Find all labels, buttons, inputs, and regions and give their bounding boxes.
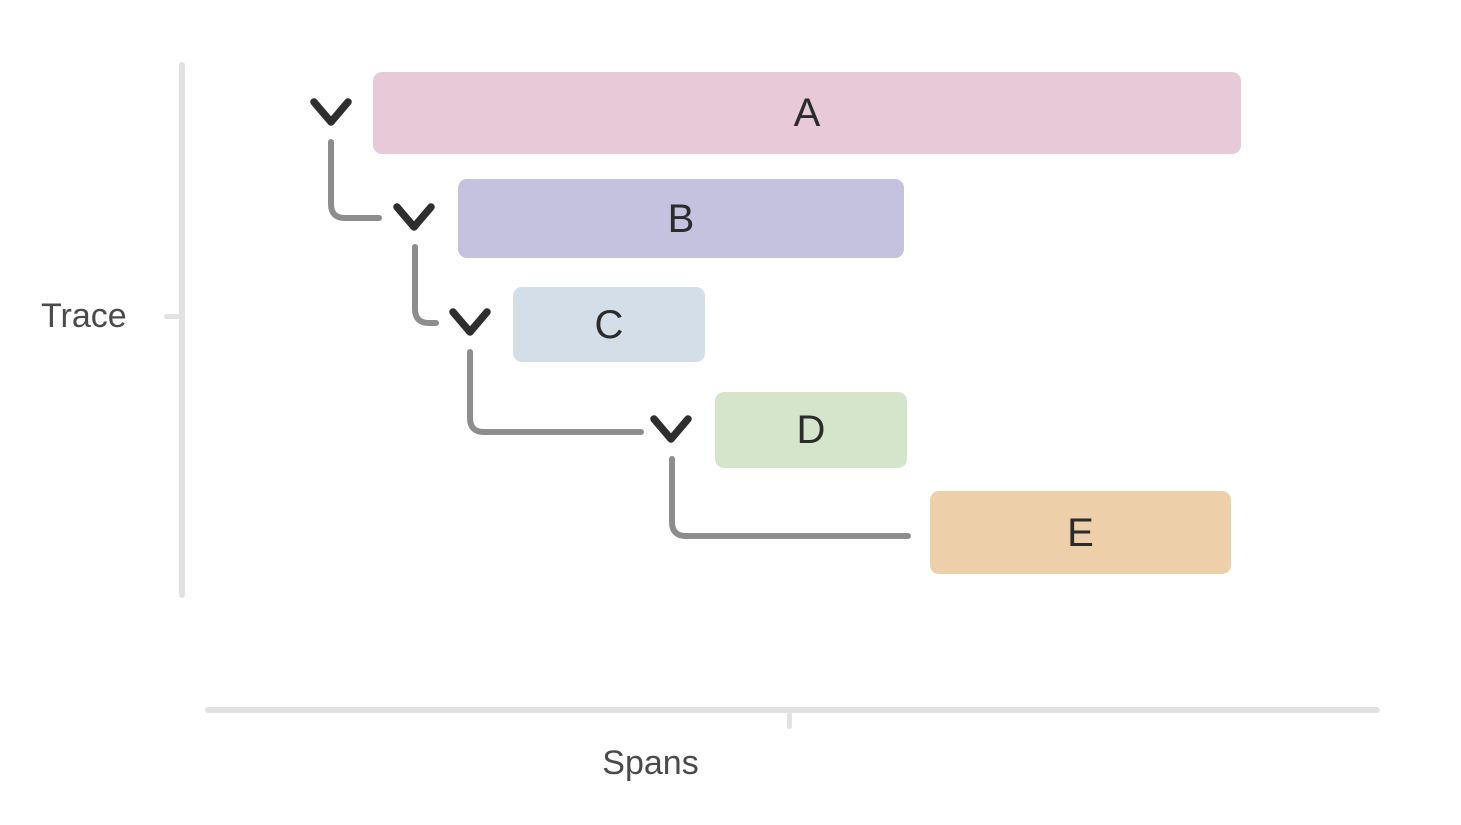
x-axis-title: Spans (602, 744, 699, 782)
chevron-down-icon-c[interactable] (447, 304, 493, 340)
span-label-b: B (667, 196, 695, 241)
chevron-glyph (310, 98, 352, 126)
chevron-glyph (449, 308, 491, 336)
span-label-e: E (1067, 510, 1094, 555)
connector-b-c (412, 244, 439, 326)
y-axis-line (179, 62, 185, 598)
chevron-down-icon-b[interactable] (391, 199, 437, 235)
x-axis-line (205, 707, 1380, 713)
chevron-down-icon-a[interactable] (308, 94, 354, 130)
connector-c-d (467, 349, 644, 435)
span-bar-b[interactable]: B (458, 179, 904, 258)
x-axis-tick (787, 712, 792, 729)
span-label-d: D (796, 408, 826, 452)
span-label-c: C (594, 302, 624, 347)
chevron-glyph (393, 203, 435, 231)
y-axis-title: Trace (41, 297, 127, 335)
connector-a-b (328, 139, 382, 221)
y-axis-tick (164, 314, 181, 319)
span-bar-e[interactable]: E (930, 491, 1231, 574)
chevron-down-icon-d[interactable] (648, 411, 694, 447)
span-label-a: A (793, 91, 821, 135)
connector-d-e (669, 456, 911, 539)
chevron-glyph (650, 415, 692, 443)
span-bar-a[interactable]: A (373, 72, 1241, 154)
span-bar-c[interactable]: C (513, 287, 705, 362)
span-bar-d[interactable]: D (715, 392, 907, 468)
